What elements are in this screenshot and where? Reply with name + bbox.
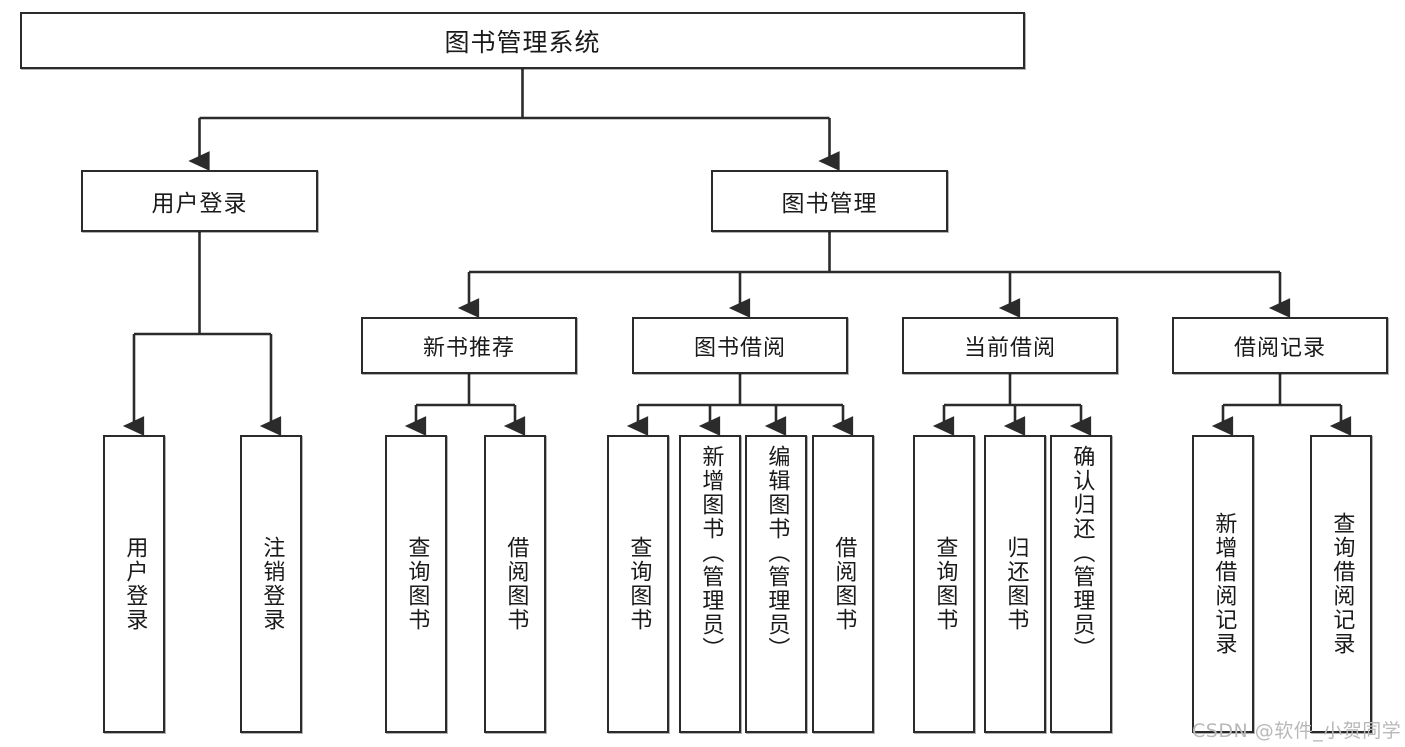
- node-leaf-edit-book-admin[interactable]: 编辑图书（管理员）: [745, 435, 807, 733]
- node-leaf-confirm-return-admin-label: 确认归还（管理员）: [1069, 445, 1095, 661]
- node-leaf-logout-login-label: 注销登录: [259, 536, 285, 632]
- node-leaf-borrow-book-2-label: 借阅图书: [831, 536, 857, 632]
- node-leaf-query-book-2-label: 查询图书: [626, 536, 652, 632]
- node-borrow-record-label: 借阅记录: [1233, 335, 1326, 361]
- node-leaf-user-login[interactable]: 用户登录: [103, 435, 165, 733]
- node-leaf-query-book-1-label: 查询图书: [404, 536, 430, 632]
- node-leaf-borrow-book-2[interactable]: 借阅图书: [812, 435, 874, 733]
- node-leaf-query-borrow-record-label: 查询借阅记录: [1329, 512, 1355, 656]
- node-current-borrow-label: 当前借阅: [963, 335, 1056, 361]
- node-book-borrow-label: 图书借阅: [693, 335, 786, 361]
- node-borrow-record[interactable]: 借阅记录: [1172, 317, 1388, 374]
- node-new-book-recommend-label: 新书推荐: [422, 335, 515, 361]
- node-root-label: 图书管理系统: [444, 27, 601, 57]
- node-leaf-query-borrow-record[interactable]: 查询借阅记录: [1310, 435, 1372, 733]
- node-book-borrow[interactable]: 图书借阅: [632, 317, 848, 374]
- node-current-borrow[interactable]: 当前借阅: [902, 317, 1118, 374]
- node-leaf-confirm-return-admin[interactable]: 确认归还（管理员）: [1050, 435, 1112, 733]
- node-book-manage[interactable]: 图书管理: [711, 170, 948, 232]
- node-leaf-query-book-2[interactable]: 查询图书: [607, 435, 669, 733]
- node-leaf-add-borrow-record-label: 新增借阅记录: [1211, 512, 1237, 656]
- node-leaf-add-book-admin[interactable]: 新增图书（管理员）: [679, 435, 741, 733]
- node-user-login[interactable]: 用户登录: [81, 170, 318, 232]
- node-leaf-borrow-book-1[interactable]: 借阅图书: [484, 435, 546, 733]
- node-leaf-return-book[interactable]: 归还图书: [984, 435, 1046, 733]
- node-user-login-label: 用户登录: [151, 191, 248, 217]
- node-leaf-query-book-1[interactable]: 查询图书: [385, 435, 447, 733]
- node-new-book-recommend[interactable]: 新书推荐: [361, 317, 577, 374]
- node-leaf-borrow-book-1-label: 借阅图书: [503, 536, 529, 632]
- node-leaf-add-borrow-record[interactable]: 新增借阅记录: [1192, 435, 1254, 733]
- node-leaf-query-book-3-label: 查询图书: [932, 536, 958, 632]
- node-root[interactable]: 图书管理系统: [20, 12, 1025, 69]
- node-leaf-edit-book-admin-label: 编辑图书（管理员）: [764, 445, 790, 661]
- node-leaf-logout-login[interactable]: 注销登录: [240, 435, 302, 733]
- node-leaf-user-login-label: 用户登录: [122, 536, 148, 632]
- node-leaf-return-book-label: 归还图书: [1003, 536, 1029, 632]
- node-book-manage-label: 图书管理: [781, 191, 878, 217]
- node-leaf-query-book-3[interactable]: 查询图书: [913, 435, 975, 733]
- node-leaf-add-book-admin-label: 新增图书（管理员）: [698, 445, 724, 661]
- csdn-watermark: CSDN @软件_小贺同学: [1192, 720, 1402, 742]
